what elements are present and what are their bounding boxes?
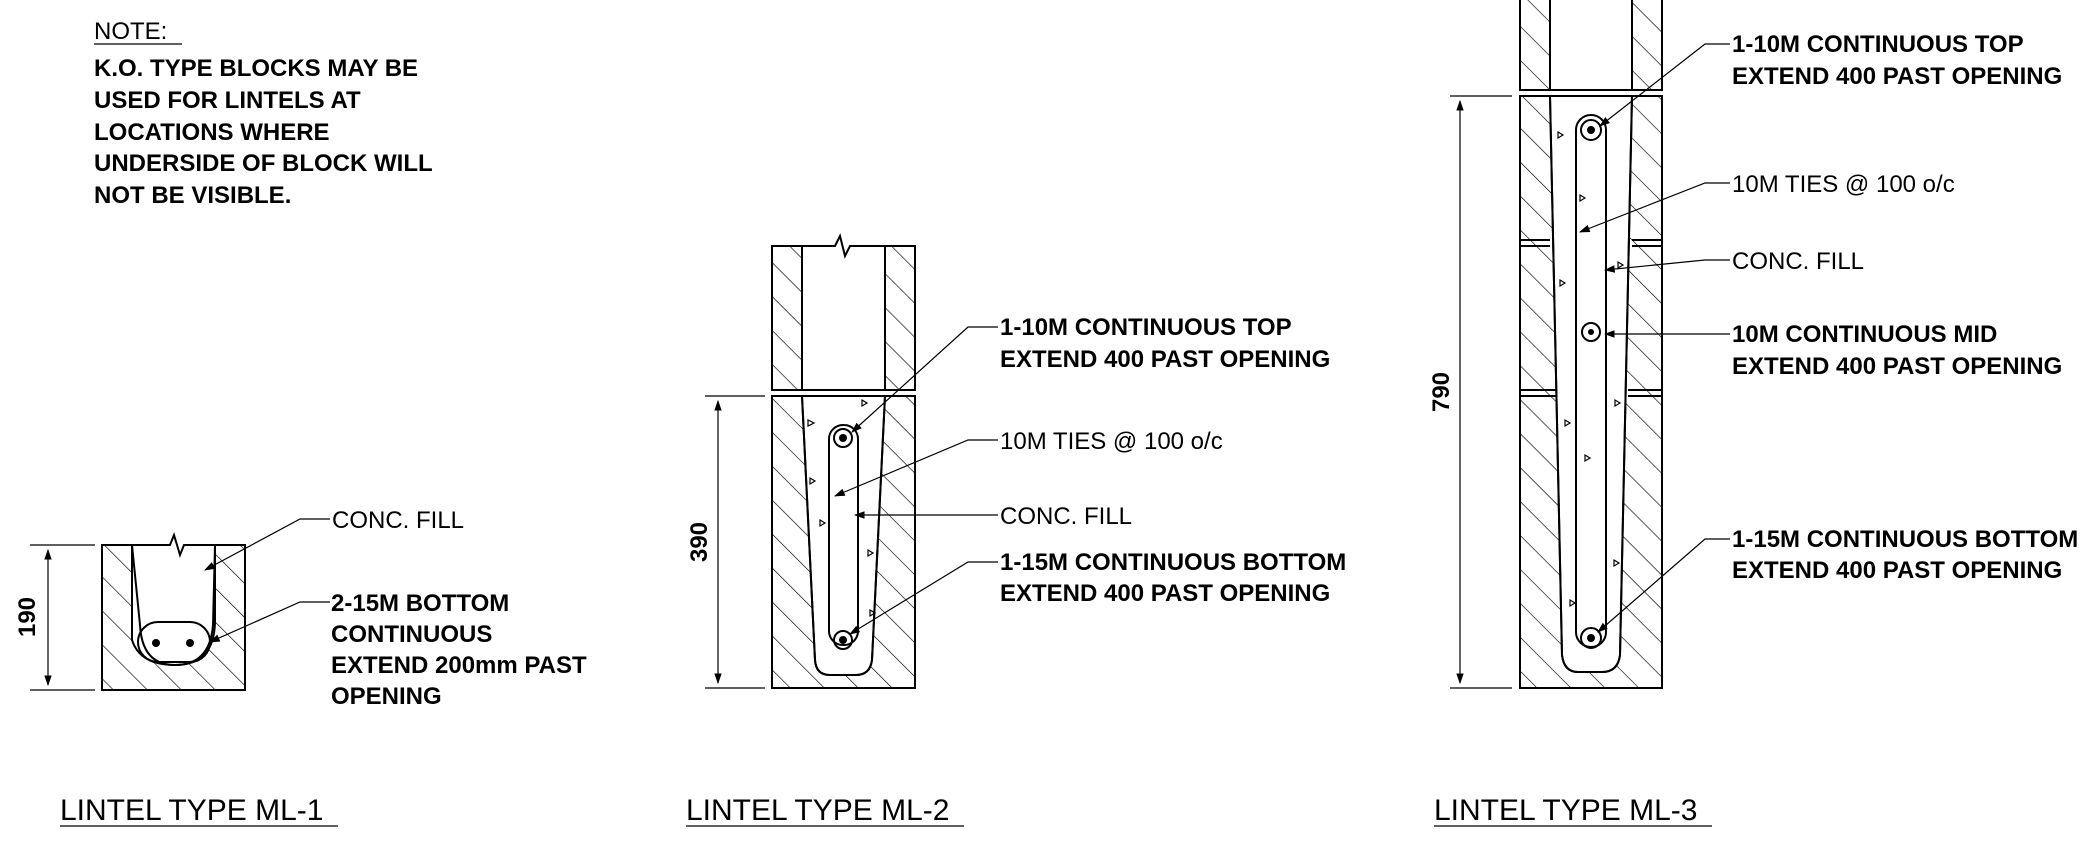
- ml2-fill-label: CONC. FILL: [1000, 503, 1132, 530]
- ml2-break-line: [772, 233, 915, 259]
- ml1-bar-bundle: [137, 621, 211, 663]
- ml1-block-hatch: [101, 544, 246, 691]
- note-block: NOTE: K.O. TYPE BLOCKS MAY BE USED FOR L…: [94, 18, 433, 209]
- ml2-bottom-label: EXTEND 400 PAST OPENING: [1000, 580, 1330, 607]
- ml3-top-rebar: [1580, 119, 1602, 141]
- ml3-top-label: EXTEND 400 PAST OPENING: [1732, 63, 2062, 90]
- ml3-bottom-rebar-core: [1587, 634, 1595, 642]
- ml2-top-leader: [851, 326, 998, 433]
- ml3-aggregate: [1557, 130, 1625, 608]
- ml1-bottom-label: EXTEND 200mm PAST: [331, 652, 587, 679]
- ml3-top-shell-left: [1519, 0, 1551, 91]
- ml3-dimension: 790: [1428, 372, 1455, 412]
- ml3-ties-leader: [1578, 182, 1730, 233]
- ml3-top-label: 1-10M CONTINUOUS TOP: [1732, 31, 2024, 58]
- ml3-top-rebar-core: [1587, 126, 1595, 134]
- ml3-bottom-rebar: [1580, 627, 1602, 649]
- ml1-cavity-outline: [131, 544, 216, 667]
- ml3-title: LINTEL TYPE ML-3: [1434, 794, 1697, 827]
- ml3-mid-rebar: [1581, 322, 1601, 342]
- ml3-mid-label: EXTEND 400 PAST OPENING: [1732, 353, 2062, 380]
- ml3-mid-rebar-core: [1588, 329, 1594, 335]
- ml3-cavity-outline: [1549, 95, 1633, 673]
- ml2-bottom-rebar: [833, 630, 853, 650]
- ml1-dimension: 190: [14, 597, 41, 637]
- ml2-top-rebar: [833, 428, 853, 448]
- ml1-rebar: [186, 639, 194, 647]
- ml3-top-shell-right: [1631, 0, 1663, 91]
- ml3-fill-leader: [1603, 259, 1730, 273]
- ml1-break-line: [102, 531, 245, 559]
- ml2-bottom-rebar-core: [839, 636, 847, 644]
- ml2-aggregate: [807, 398, 877, 618]
- ml3-bottom-label: EXTEND 400 PAST OPENING: [1732, 557, 2062, 584]
- note-line: USED FOR LINTELS AT: [94, 87, 361, 114]
- note-line: LOCATIONS WHERE: [94, 119, 330, 146]
- note-line: UNDERSIDE OF BLOCK WILL: [94, 150, 433, 177]
- lintel-ml2-detail: 390 1-10M CONTINUOUS TOP EXTEND 400 PAST…: [686, 233, 1346, 827]
- ml2-tie: [828, 424, 859, 646]
- lintel-ml1-detail: 190 CONC. FILL 2-15M BOTTOM CONTINUOUS E…: [14, 507, 587, 827]
- ml2-top-label: 1-10M CONTINUOUS TOP: [1000, 314, 1292, 341]
- ml1-rebar: [152, 639, 160, 647]
- ml1-bottom-label: CONTINUOUS: [331, 621, 492, 648]
- ml2-title: LINTEL TYPE ML-2: [686, 794, 949, 827]
- ml3-fill-label: CONC. FILL: [1732, 248, 1864, 275]
- ml3-lintel-hatch: [1519, 95, 1663, 689]
- ml2-cavity-outline: [801, 395, 886, 676]
- ml2-bottom-label: 1-15M CONTINUOUS BOTTOM: [1000, 549, 1346, 576]
- ml2-top-label: EXTEND 400 PAST OPENING: [1000, 346, 1330, 373]
- ml2-bottom-leader: [849, 561, 998, 635]
- ml2-ties-label: 10M TIES @ 100 o/c: [1000, 428, 1223, 455]
- ml1-bottom-leader: [209, 601, 330, 643]
- ml3-top-leader: [1599, 43, 1730, 127]
- ml2-dimension: 390: [686, 522, 713, 562]
- lintel-ml3-detail: 790 1-10M CONTINUOUS TOP EXTEND 400 PAST…: [1428, 0, 2078, 827]
- ml1-title: LINTEL TYPE ML-1: [60, 794, 323, 827]
- note-line: K.O. TYPE BLOCKS MAY BE: [94, 55, 418, 82]
- ml1-bottom-label: OPENING: [331, 683, 442, 710]
- ml3-bottom-label: 1-15M CONTINUOUS BOTTOM: [1732, 526, 2078, 553]
- note-heading: NOTE:: [94, 18, 167, 45]
- note-line: NOT BE VISIBLE.: [94, 182, 291, 209]
- ml3-bottom-leader: [1597, 538, 1730, 633]
- ml1-fill-label: CONC. FILL: [332, 507, 464, 534]
- ml3-mid-label: 10M CONTINUOUS MID: [1732, 321, 1997, 348]
- ml2-upper-shell-right: [884, 245, 916, 391]
- ml2-upper-shell-left: [771, 245, 803, 391]
- ml1-bottom-label: 2-15M BOTTOM: [331, 590, 509, 617]
- ml2-top-rebar-core: [839, 434, 847, 442]
- ml1-fill-leader: [204, 518, 330, 571]
- ml2-ties-leader: [834, 439, 998, 497]
- ml3-ties-label: 10M TIES @ 100 o/c: [1732, 171, 1955, 198]
